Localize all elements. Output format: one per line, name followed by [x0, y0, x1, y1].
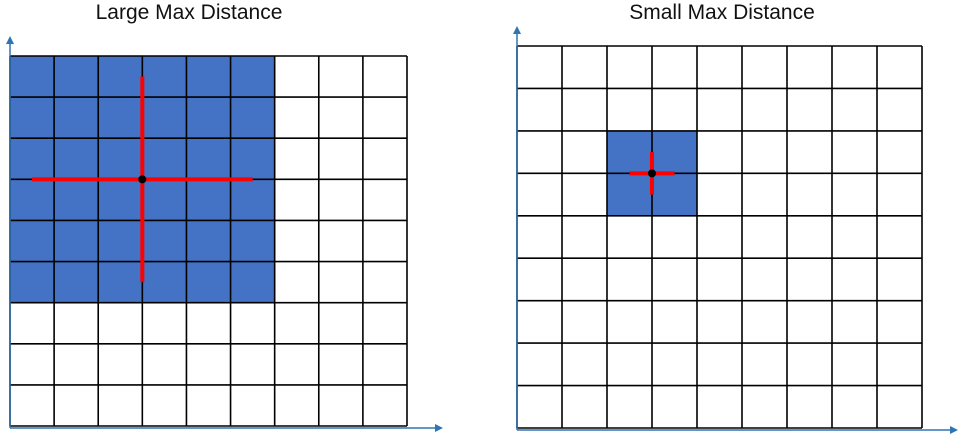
center-point: [648, 169, 656, 178]
center-point: [138, 175, 147, 184]
panel-title-large-max-distance: Large Max Distance: [95, 1, 283, 24]
panel-title-small-max-distance: Small Max Distance: [629, 1, 815, 24]
panel-large-max-distance: [6, 36, 443, 432]
panel-small-max-distance: [513, 26, 958, 434]
